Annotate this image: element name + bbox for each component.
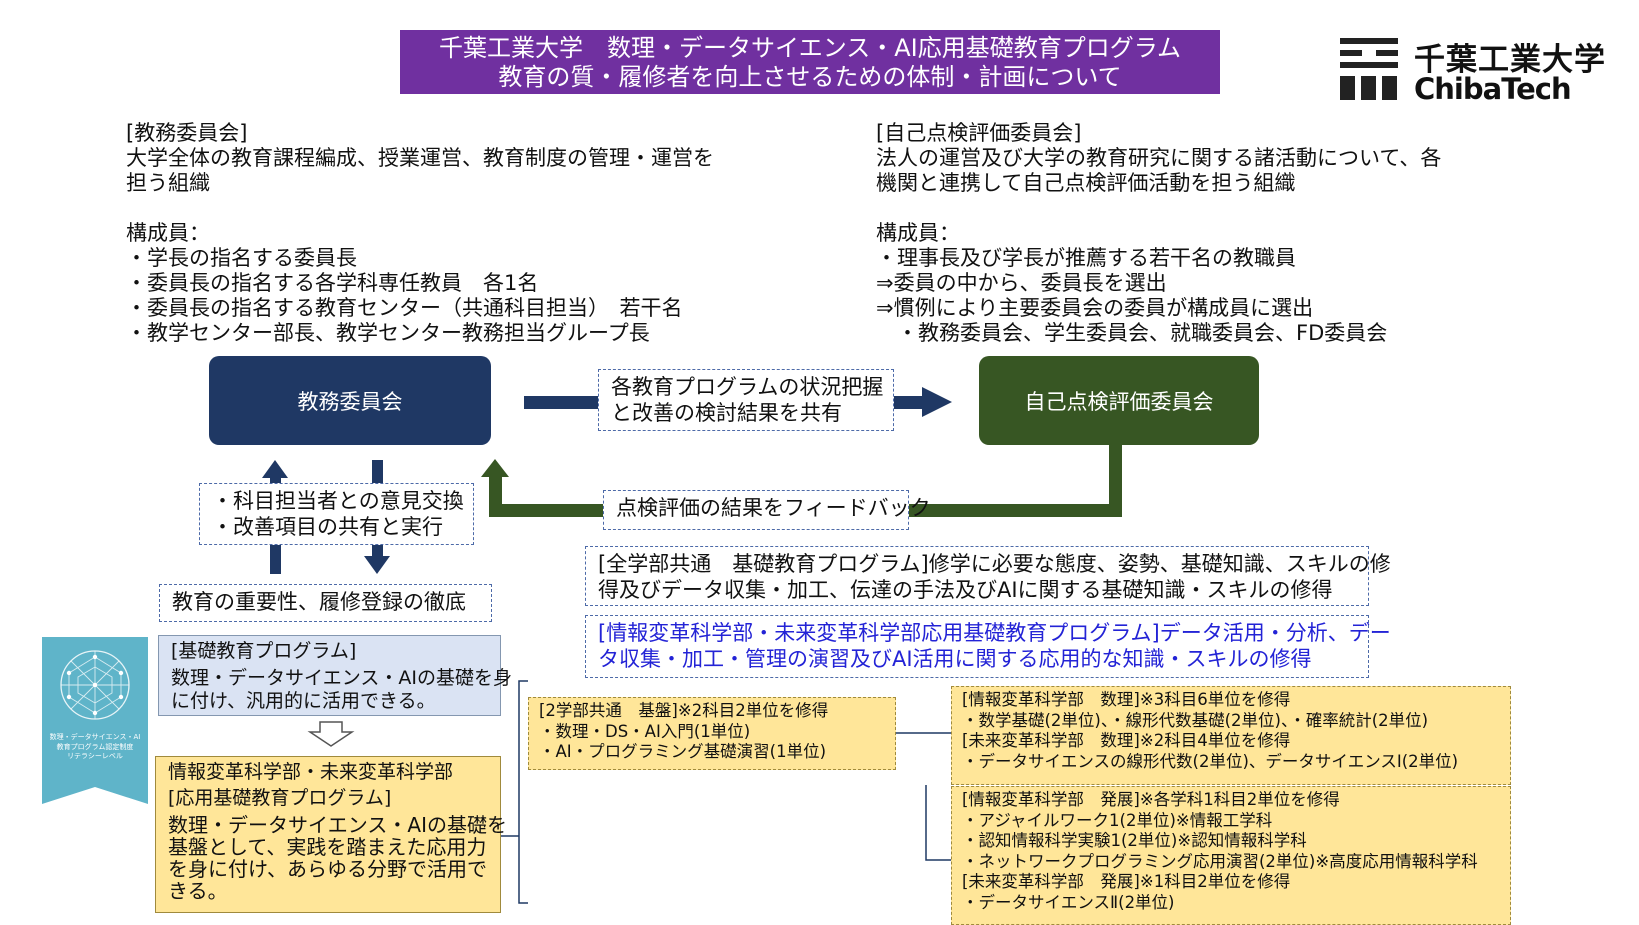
- feedback-arrow-rise: [489, 475, 502, 517]
- applied-program-line-2: タ収集・加工・管理の演習及びAI活用に関する応用的な知識・スキルの修得: [598, 647, 1312, 671]
- evaluation-desc-1: 法人の運営及び大学の教育研究に関する諸活動について、各: [876, 146, 1442, 170]
- common-course-line-1: [2学部共通 基盤]※2科目2単位を修得: [539, 701, 829, 720]
- academic-member-2: ・委員長の指名する各学科専任教員 各1名: [126, 271, 539, 295]
- feedback-arrow-vertical: [1109, 445, 1122, 510]
- advanced-course-line-5: [未来変革科学部 発展]※1科目2単位を修得: [962, 872, 1291, 891]
- academic-desc-1: 大学全体の教育課程編成、授業運営、教育制度の管理・運営を: [126, 146, 714, 170]
- math-course-line-3: [未来変革科学部 数理]※2科目4単位を修得: [962, 731, 1291, 750]
- evaluation-desc-2: 機関と連携して自己点検評価活動を担う組織: [876, 171, 1296, 195]
- common-program-box: [全学部共通 基礎教育プログラム]修学に必要な態度、姿勢、基礎知識、スキルの修 …: [585, 546, 1391, 606]
- badge-line-2: 教育プログラム認定制度: [56, 742, 134, 751]
- academic-member-4: ・教学センター部長、教学センター教務担当グループ長: [126, 321, 650, 345]
- academic-members-label: 構成員：: [126, 221, 210, 245]
- advanced-course-line-2: ・アジャイルワーク1(2単位)※情報工学科: [962, 810, 1273, 830]
- badge-line-1: 数理・データサイエンス・AI: [49, 733, 141, 741]
- title-line-1: 千葉工業大学 数理・データサイエンス・AI応用基礎教育プログラム: [438, 34, 1182, 62]
- logo-name-en: ChibaTech: [1414, 72, 1572, 106]
- math-courses-box: [情報変革科学部 数理]※3科目6単位を修得 ・数学基礎(2単位)、・線形代数基…: [951, 686, 1511, 785]
- applied-program-desc-1: 数理・データサイエンス・AIの基礎を: [168, 813, 507, 837]
- common-program-line-2: 得及びデータ収集・加工、伝達の手法及びAIに関する基礎知識・スキルの修得: [598, 578, 1333, 602]
- academic-committee-description: [教務委員会] 大学全体の教育課程編成、授業運営、教育制度の管理・運営を 担う組…: [126, 121, 714, 346]
- advanced-course-line-6: ・データサイエンスⅡ(2単位): [962, 892, 1175, 912]
- advanced-course-line-1: [情報変革科学部 発展]※各学科1科目2単位を修得: [962, 790, 1340, 809]
- academic-member-3: ・委員長の指名する教育センター（共通科目担当） 若干名: [126, 296, 683, 320]
- advanced-courses-box: [情報変革科学部 発展]※各学科1科目2単位を修得 ・アジャイルワーク1(2単位…: [951, 786, 1511, 925]
- importance-box: 教育の重要性、履修登録の徹底: [159, 584, 492, 622]
- basic-program-heading: [基礎教育プログラム]: [171, 640, 357, 662]
- share-results-box: 各教育プログラムの状況把握 と改善の検討結果を共有: [598, 369, 894, 431]
- page-title: 千葉工業大学 数理・データサイエンス・AI応用基礎教育プログラム 教育の質・履修…: [400, 30, 1220, 94]
- applied-program-desc-3: を身に付け、あらゆる分野で活用で: [168, 857, 487, 881]
- opinion-exchange-box: ・科目担当者との意見交換 ・改善項目の共有と実行: [199, 483, 474, 545]
- academic-heading: [教務委員会]: [126, 121, 248, 145]
- share-line-1: 各教育プログラムの状況把握: [611, 375, 884, 399]
- math-course-line-4: ・データサイエンスの線形代数(2単位)、データサイエンスⅠ(2単位): [962, 751, 1459, 771]
- hollow-down-arrow-icon: [307, 721, 355, 747]
- common-program-line-1: [全学部共通 基礎教育プログラム]修学に必要な態度、姿勢、基礎知識、スキルの修: [598, 552, 1391, 576]
- evaluation-committee-description: [自己点検評価委員会] 法人の運営及び大学の教育研究に関する諸活動について、各 …: [876, 121, 1441, 346]
- evaluation-member-2: ⇒委員の中から、委員長を選出: [876, 271, 1167, 295]
- up-arrow-head-icon: [262, 460, 288, 478]
- tree-link-advanced: [925, 785, 951, 861]
- academic-committee-box: 教務委員会: [209, 356, 491, 445]
- opinion-line-1: ・科目担当者との意見交換: [212, 489, 464, 513]
- bracket-left: [518, 680, 528, 904]
- share-arrow-head-icon: [922, 387, 952, 417]
- evaluation-member-4: ・教務委員会、学生委員会、就職委員会、FD委員会: [876, 321, 1388, 345]
- academic-member-1: ・学長の指名する委員長: [126, 246, 357, 270]
- basic-program-line-2: に付け、汎用的に活用できる。: [171, 690, 436, 712]
- feedback-arrow-head-icon: [481, 459, 509, 477]
- math-course-line-2: ・数学基礎(2単位)、・線形代数基礎(2単位)、・確率統計(2単位): [962, 710, 1429, 730]
- certification-badge: 数理・データサイエンス・AI 教育プログラム認定制度 リテラシーレベル: [42, 637, 148, 804]
- evaluation-member-3: ⇒慣例により主要委員会の委員が構成員に選出: [876, 296, 1314, 320]
- evaluation-heading: [自己点検評価委員会]: [876, 121, 1082, 145]
- feedback-box: 点検評価の結果をフィードバック: [603, 490, 931, 530]
- chibatech-logo-mark-icon: [1340, 38, 1398, 100]
- evaluation-member-1: ・理事長及び学長が推薦する若干名の教職員: [876, 246, 1296, 270]
- applied-program-desc-2: 基盤として、実践を踏まえた応用力: [168, 835, 487, 859]
- opinion-line-2: ・改善項目の共有と実行: [212, 515, 443, 539]
- applied-program-desc-4: きる。: [168, 879, 228, 903]
- academic-desc-2: 担う組織: [126, 171, 210, 195]
- badge-line-3: リテラシーレベル: [67, 752, 123, 760]
- common-courses-box: [2学部共通 基盤]※2科目2単位を修得 ・数理・DS・AI入門(1単位) ・A…: [528, 697, 896, 770]
- basic-program-line-1: 数理・データサイエンス・AIの基礎を身: [171, 667, 513, 689]
- basic-program-box: [基礎教育プログラム] 数理・データサイエンス・AIの基礎を身 に付け、汎用的に…: [158, 635, 513, 716]
- badge-graphic-icon: [42, 637, 148, 804]
- evaluation-members-label: 構成員：: [876, 221, 960, 245]
- down-arrow-head-icon: [364, 556, 390, 574]
- applied-program-heading-2: [応用基礎教育プログラム]: [168, 787, 392, 809]
- advanced-course-line-4: ・ネットワークプログラミング応用演習(2単位)※高度応用情報科学科: [962, 851, 1478, 871]
- title-line-2: 教育の質・履修者を向上させるための体制・計画について: [498, 63, 1122, 91]
- applied-program-description-box: [情報変革科学部・未来変革科学部応用基礎教育プログラム]データ活用・分析、デー …: [585, 615, 1391, 678]
- common-course-line-2: ・数理・DS・AI入門(1単位): [539, 721, 751, 741]
- share-line-2: と改善の検討結果を共有: [611, 401, 842, 425]
- advanced-course-line-3: ・認知情報科学実験1(2単位)※認知情報科学科: [962, 831, 1307, 850]
- chibatech-logo: 千葉工業大学 ChibaTech: [1337, 34, 1605, 106]
- applied-program-heading-1: 情報変革科学部・未来変革科学部: [168, 761, 454, 783]
- logo-name-ja: 千葉工業大学: [1414, 42, 1606, 78]
- evaluation-committee-box: 自己点検評価委員会: [979, 356, 1259, 445]
- common-course-line-3: ・AI・プログラミング基礎演習(1単位): [539, 742, 827, 761]
- math-course-line-1: [情報変革科学部 数理]※3科目6単位を修得: [962, 690, 1291, 709]
- applied-program-line-1: [情報変革科学部・未来変革科学部応用基礎教育プログラム]データ活用・分析、デー: [598, 621, 1391, 645]
- applied-program-box: 情報変革科学部・未来変革科学部 [応用基礎教育プログラム] 数理・データサイエン…: [155, 756, 507, 913]
